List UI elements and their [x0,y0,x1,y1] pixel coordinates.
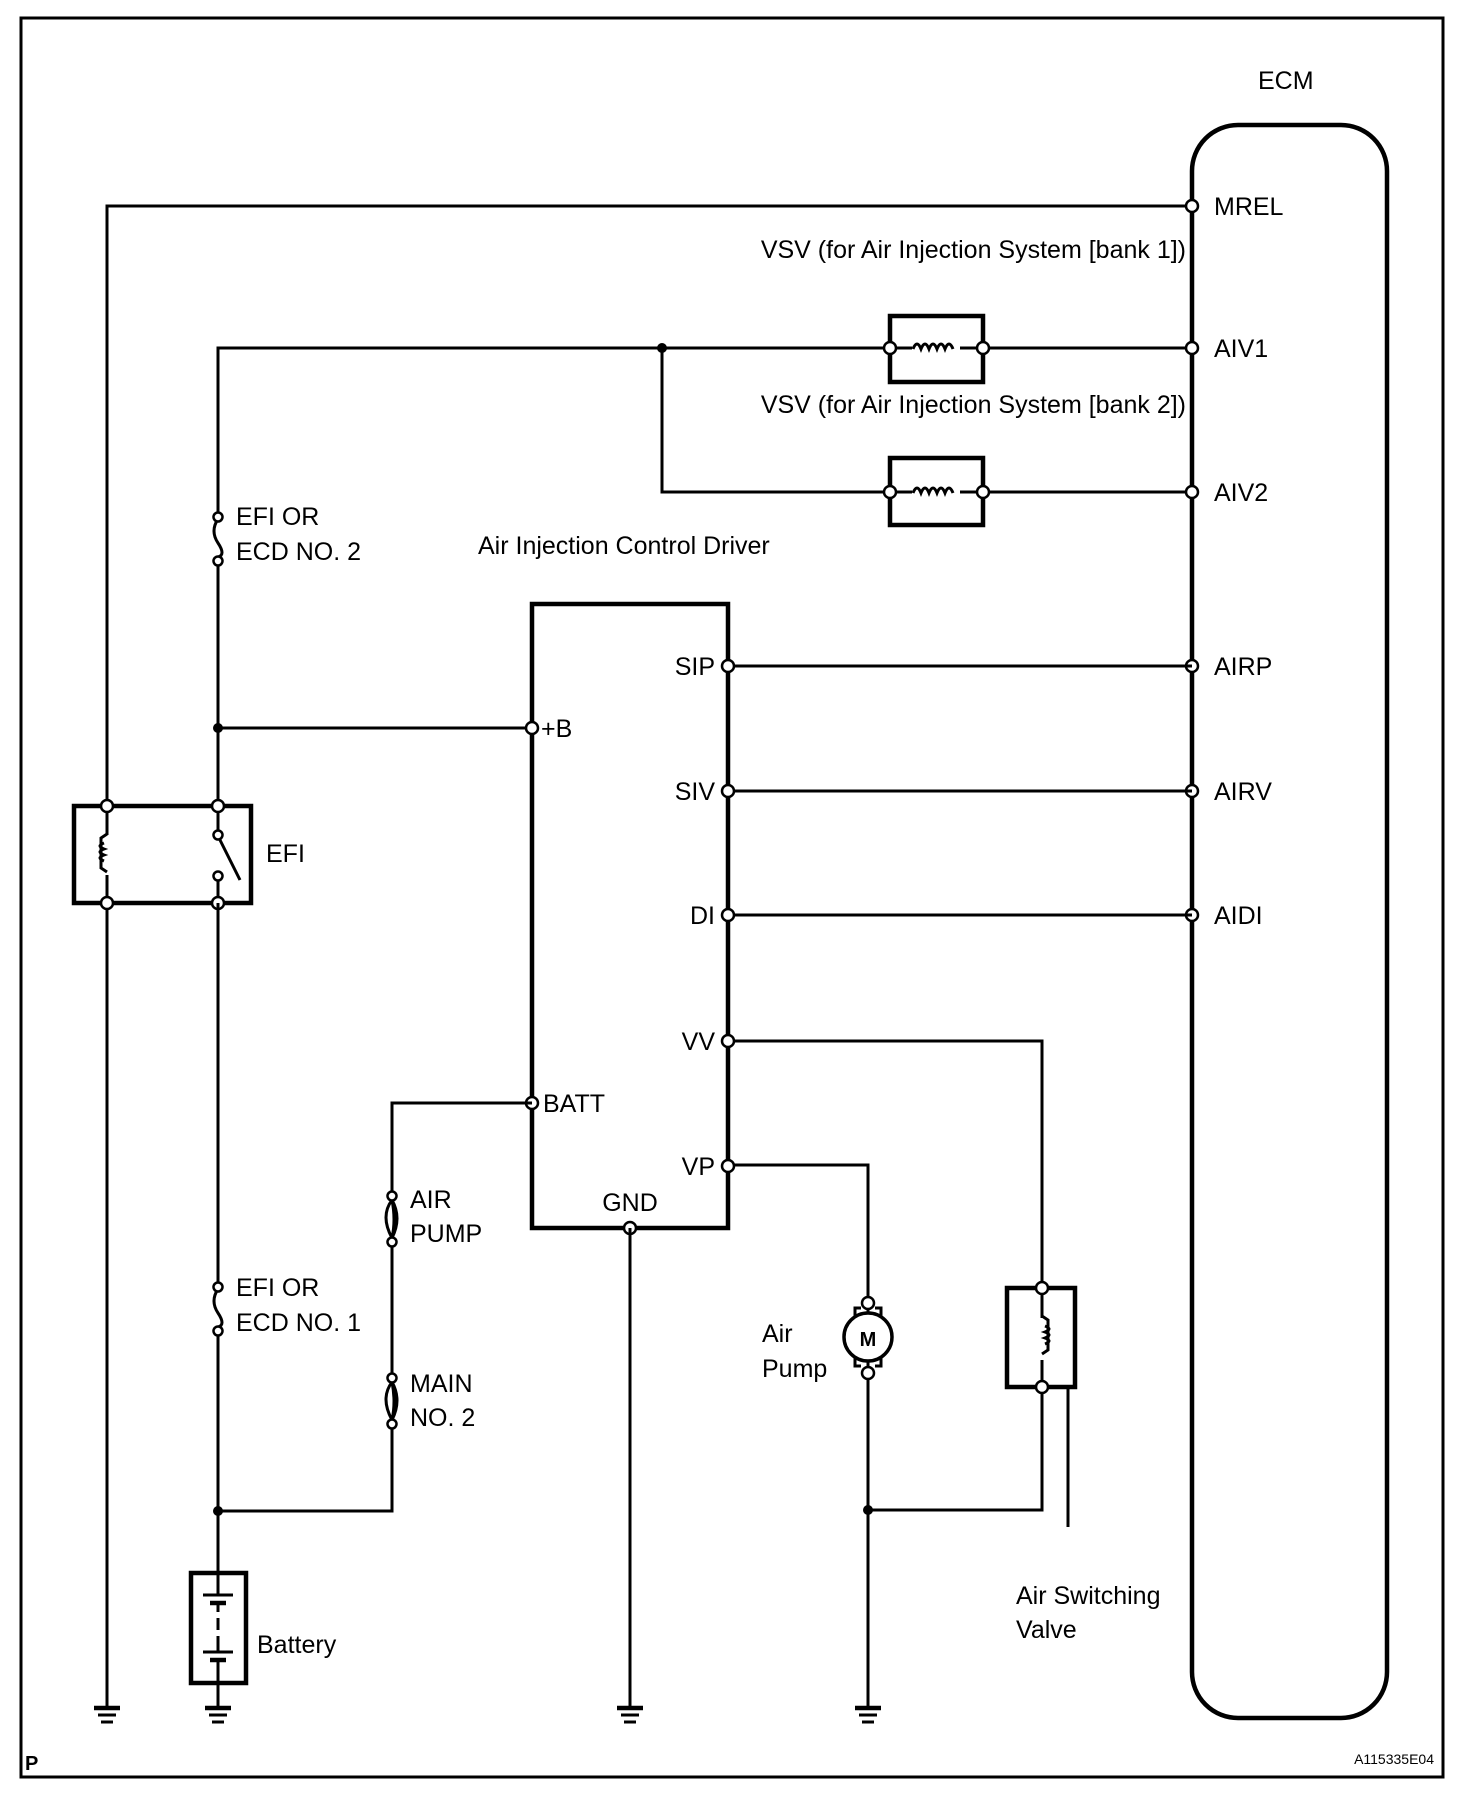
motor-icon: M [860,1329,877,1351]
fuse-main-no2 [382,1372,402,1430]
vsv-bank2-label: VSV (for Air Injection System [bank 2]) [761,391,1186,419]
ecm-terminal-aidi: AIDI [1214,902,1263,930]
battery [188,1570,249,1708]
coil-icon [1040,1314,1051,1356]
driver-terminal-vp: VP [682,1153,715,1181]
ecm-terminal-airv: AIRV [1214,778,1272,806]
coil-icon [911,342,955,354]
air-switching-valve [868,1280,1078,1527]
driver-terminal-gnd: GND [602,1189,658,1217]
ecm-terminal-aiv1: AIV1 [1214,335,1268,363]
wire-aiv [216,343,1192,806]
fuse-efi-no2-line2: ECD NO. 2 [236,538,361,566]
ecm-label: ECM [1258,67,1314,95]
vsv-bank2 [882,455,991,528]
air-pump-label-line1: Air [762,1320,793,1348]
driver-terminal-siv: SIV [675,778,716,806]
vsv-bank1 [882,313,991,385]
fuse-air-pump-line1: AIR [410,1186,452,1214]
relay-label: EFI [266,840,305,868]
driver-terminal-sip: SIP [675,653,715,681]
air-pump-motor: M [842,1295,894,1708]
vsv-bank1-label: VSV (for Air Injection System [bank 1]) [761,236,1186,264]
fuse-air-pump [382,1190,402,1248]
fuse-air-pump-line2: PUMP [410,1220,482,1248]
coil-icon [911,486,955,498]
wire-plus-b [213,723,532,733]
driver-terminal-di: DI [690,902,715,930]
wire-signals [728,664,1192,1302]
driver-terminals [524,658,736,1236]
asv-label-line2: Valve [1016,1616,1077,1644]
ground-icon [855,1705,881,1724]
diagram-frame [19,16,1445,1779]
battery-label: Battery [257,1631,337,1659]
fuse-efi-no1-line2: ECD NO. 1 [236,1309,361,1337]
fuse-efi-no2 [210,511,226,567]
page-marker: P [25,1753,38,1775]
figure-code: A115335E04 [1354,1751,1434,1767]
driver-terminal-batt: BATT [543,1090,605,1118]
wire-mrel [105,204,1192,1708]
wire-batt [213,1101,532,1516]
efi-relay [71,798,254,911]
fuse-efi-no1 [210,1281,226,1337]
air-pump-label-line2: Pump [762,1355,827,1383]
driver-terminal-vv: VV [682,1028,716,1056]
ground-icon [94,1705,120,1724]
ground-icon [205,1705,231,1724]
driver-label: Air Injection Control Driver [478,532,770,560]
ground-icon [617,1705,643,1724]
fuse-efi-no1-line1: EFI OR [236,1274,319,1302]
asv-label-line1: Air Switching [1016,1582,1161,1610]
ecm-terminal-airp: AIRP [1214,653,1272,681]
ecm-terminal-mrel: MREL [1214,193,1284,221]
ecm-terminal-aiv2: AIV2 [1214,479,1268,507]
driver-terminal-plus-b: +B [541,715,572,743]
fuse-efi-no2-line1: EFI OR [236,503,319,531]
switch-contact [218,839,242,881]
fuse-main-no2-line1: MAIN [410,1370,473,1398]
coil-icon [98,832,109,874]
fuse-main-no2-line2: NO. 2 [410,1404,475,1432]
